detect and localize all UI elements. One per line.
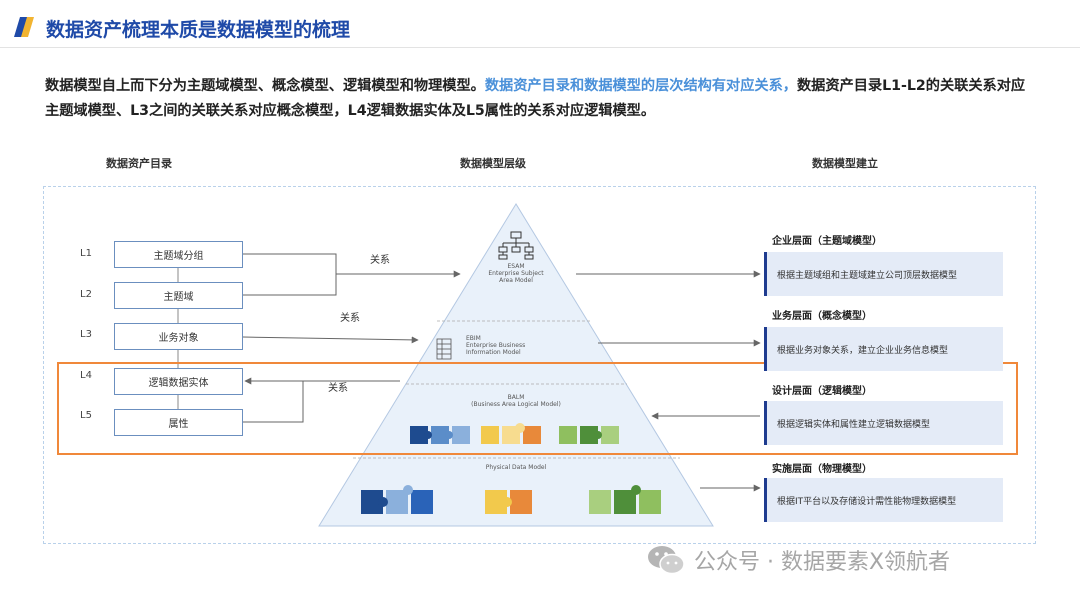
intro-paragraph: 数据模型自上而下分为主题域模型、概念模型、逻辑模型和物理模型。数据资产目录和数据…: [45, 74, 1035, 124]
layer-box-enterprise: 根据主题域组和主题域建立公司顶层数据模型: [764, 252, 1003, 296]
layer-desc-implementation: 根据IT平台以及存储设计需性能物理数据模型: [777, 496, 957, 507]
org-chart-icon: [498, 231, 534, 260]
layer-title-business: 业务层面（概念模型）: [772, 311, 872, 322]
relation-label-2: 关系: [340, 313, 360, 324]
table-icon: [436, 338, 452, 360]
intro-part2: 数据资产目录L1-L2的关联关系对应主题域模型、L3之间的关联关系对应概念模型，…: [45, 78, 1026, 119]
page-title: 数据资产梳理本质是数据模型的梳理: [46, 19, 351, 41]
bracket-l1-l2: [243, 253, 337, 296]
pyramid-label-ebim: EBIM Enterprise Business Information Mod…: [466, 335, 526, 356]
title-accent-icon: [14, 17, 34, 37]
column-heading-model-build: 数据模型建立: [812, 157, 878, 170]
catalog-box-attribute: 属性: [114, 409, 243, 436]
layer-box-business: 根据业务对象关系，建立企业业务信息模型: [764, 327, 1003, 371]
layer-desc-enterprise: 根据主题域组和主题域建立公司顶层数据模型: [777, 270, 958, 281]
layer-desc-business: 根据业务对象关系，建立企业业务信息模型: [777, 345, 949, 356]
puzzle-icon-pdm-green: [589, 485, 661, 514]
puzzle-icon-balm-blue: [410, 426, 470, 444]
layer-title-enterprise: 企业层面（主题域模型）: [772, 236, 882, 247]
wechat-icon: [648, 546, 685, 575]
catalog-box-subject: 主题域: [114, 282, 243, 309]
catalog-box-subject-group: 主题域分组: [114, 241, 243, 268]
title-bar: 数据资产梳理本质是数据模型的梳理: [0, 0, 1080, 48]
catalog-box-business-object: 业务对象: [114, 323, 243, 350]
level-label-l2: L2: [80, 289, 92, 300]
layer-title-implementation: 实施层面（物理模型）: [772, 464, 872, 475]
watermark: 公众号 · 数据要素X领航者: [646, 543, 950, 577]
level-label-l5: L5: [80, 410, 92, 421]
level-label-l4: L4: [80, 370, 92, 381]
highlight-band: [57, 362, 1018, 455]
puzzle-icon-balm-green: [559, 426, 619, 444]
pyramid: [318, 203, 714, 527]
pyramid-label-balm: BALM (Business Area Logical Model): [471, 394, 561, 408]
diagram-frame: [43, 186, 1036, 544]
layer-box-design: 根据逻辑实体和属性建立逻辑数据模型: [764, 401, 1003, 445]
pyramid-label-esam: ESAM Enterprise Subject Area Model: [488, 263, 544, 284]
layer-title-design: 设计层面（逻辑模型）: [772, 386, 872, 397]
puzzle-icon-pdm-yellow: [485, 490, 532, 514]
layer-box-implementation: 根据IT平台以及存储设计需性能物理数据模型: [764, 478, 1003, 522]
bracket-l4-l5: [243, 380, 400, 423]
layer-desc-design: 根据逻辑实体和属性建立逻辑数据模型: [777, 419, 931, 430]
column-heading-model-levels: 数据模型层级: [460, 157, 526, 170]
column-heading-catalog: 数据资产目录: [106, 157, 172, 170]
relation-label-1: 关系: [370, 255, 390, 266]
level-label-l3: L3: [80, 329, 92, 340]
relation-label-3: 关系: [328, 383, 348, 394]
level-label-l1: L1: [80, 248, 92, 259]
puzzle-icon-pdm-blue: [361, 485, 433, 514]
watermark-text: 公众号 · 数据要素X领航者: [694, 550, 951, 575]
arrow-to-ebim: [242, 336, 419, 344]
puzzle-icon-balm-yellow: [481, 423, 541, 444]
catalog-box-logical-entity: 逻辑数据实体: [114, 368, 243, 395]
intro-highlight: 数据资产目录和数据模型的层次结构有对应关系，: [484, 78, 797, 94]
pyramid-label-pdm: Physical Data Model: [485, 464, 547, 471]
intro-part1: 数据模型自上而下分为主题域模型、概念模型、逻辑模型和物理模型。: [45, 78, 485, 94]
